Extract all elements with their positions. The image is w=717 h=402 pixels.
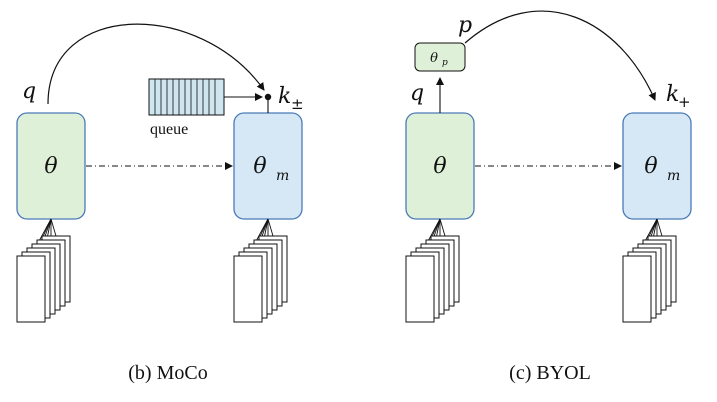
fan-line [50,218,57,237]
moco-query-label: q [22,79,36,104]
fan-line [656,218,663,237]
moco-encoder-label: θ [44,154,57,179]
byol-momentum-encoder-label: θ [644,154,657,179]
byol-predictor-subscript: p [442,58,448,68]
moco-panel: θ q θ m queue k ± [16,23,304,384]
byol-predictor-box [414,42,466,72]
byol-key-subscript: + [678,93,691,111]
image-sheet [233,255,263,323]
byol-key-label: k [666,82,679,107]
byol-predictor-label: θ [430,51,438,66]
moco-key-image-stack [233,218,288,323]
byol-panel: θ q θ p p θ m k + (c) BYOL [405,10,692,384]
image-sheet [16,255,46,323]
fan-line [439,218,446,237]
byol-query-label: q [410,81,424,106]
image-sheet [405,255,435,323]
moco-queue-label: queue [150,121,188,138]
byol-query-image-stack [405,218,460,323]
byol-caption: (c) BYOL [509,362,591,384]
byol-prediction-to-key-arrow [464,10,656,101]
byol-key-image-stack [622,218,677,323]
byol-projection-label: p [458,13,472,38]
byol-encoder-label: θ [433,154,446,179]
moco-momentum-encoder-label: θ [253,154,266,179]
moco-momentum-encoder-subscript: m [276,168,289,184]
moco-momentum-encoder-box [233,112,303,220]
moco-key-junction-dot [264,93,272,101]
moco-query-image-stack [16,218,71,323]
moco-caption: (b) MoCo [128,362,207,384]
moco-query-to-key-arrow [47,23,265,105]
moco-key-label: k [278,84,291,109]
moco-queue [148,78,225,116]
fan-line [267,218,274,237]
image-sheet [622,255,652,323]
moco-key-subscript: ± [291,95,304,113]
byol-momentum-encoder-subscript: m [667,168,680,184]
